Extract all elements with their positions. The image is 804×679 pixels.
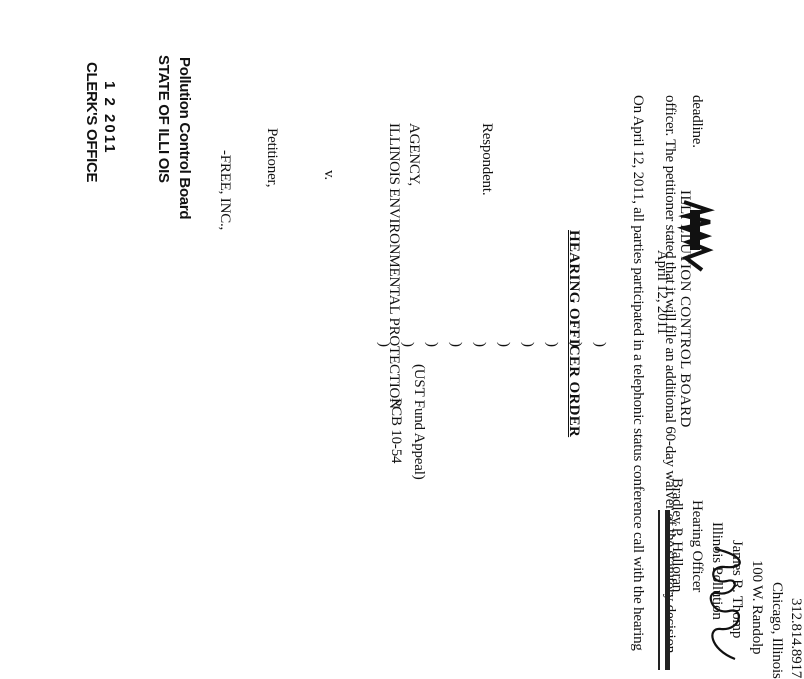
stamp-state: STATE OF ILLI OIS — [155, 55, 172, 183]
petitioner-name: -FREE, INC., — [217, 150, 233, 231]
stamp-date: 1 2 2011 — [101, 81, 118, 155]
respondent-name-line1: ILLINOIS ENVIRONMENTAL PROTECTION — [386, 123, 402, 409]
signature-address-building: James R. Thomp — [729, 540, 745, 639]
stamp-board: Pollution Control Board — [176, 57, 193, 220]
hearing-officer-signature — [700, 545, 755, 665]
stamp-clerks-office: CLERK'S OFFICE — [83, 62, 100, 183]
petitioner-label: Petitioner, — [264, 128, 280, 188]
signature-title: Hearing Officer — [689, 500, 705, 593]
signature-address-street: 100 W. Randolp — [749, 560, 765, 655]
document-page: CLERK'S OFFICE 1 2 2011 STATE OF ILLI OI… — [83, 55, 804, 679]
order-paragraph-line1: On April 12, 2011, all parties participa… — [630, 95, 646, 651]
respondent-name-line2: AGENCY, — [406, 123, 422, 186]
case-type: (UST Fund Appeal) — [411, 364, 427, 480]
respondent-label: Respondent. — [479, 123, 495, 196]
signature-agency: Illinois Pollution — [709, 522, 725, 620]
case-number: PCB 10-54 — [388, 398, 404, 464]
order-paragraph-line3: deadline. — [689, 95, 705, 148]
signature-name: Bradley P. Halloran — [669, 478, 685, 593]
signature-phone: 312.814.8917 — [788, 598, 804, 679]
signature-address-city: Chicago, Illinois — [769, 582, 785, 679]
signature-line-shadow — [658, 510, 660, 670]
versus-label: v. — [321, 170, 337, 180]
order-title: HEARING OFFICER ORDER — [566, 230, 582, 438]
received-signature-mark — [674, 200, 715, 280]
